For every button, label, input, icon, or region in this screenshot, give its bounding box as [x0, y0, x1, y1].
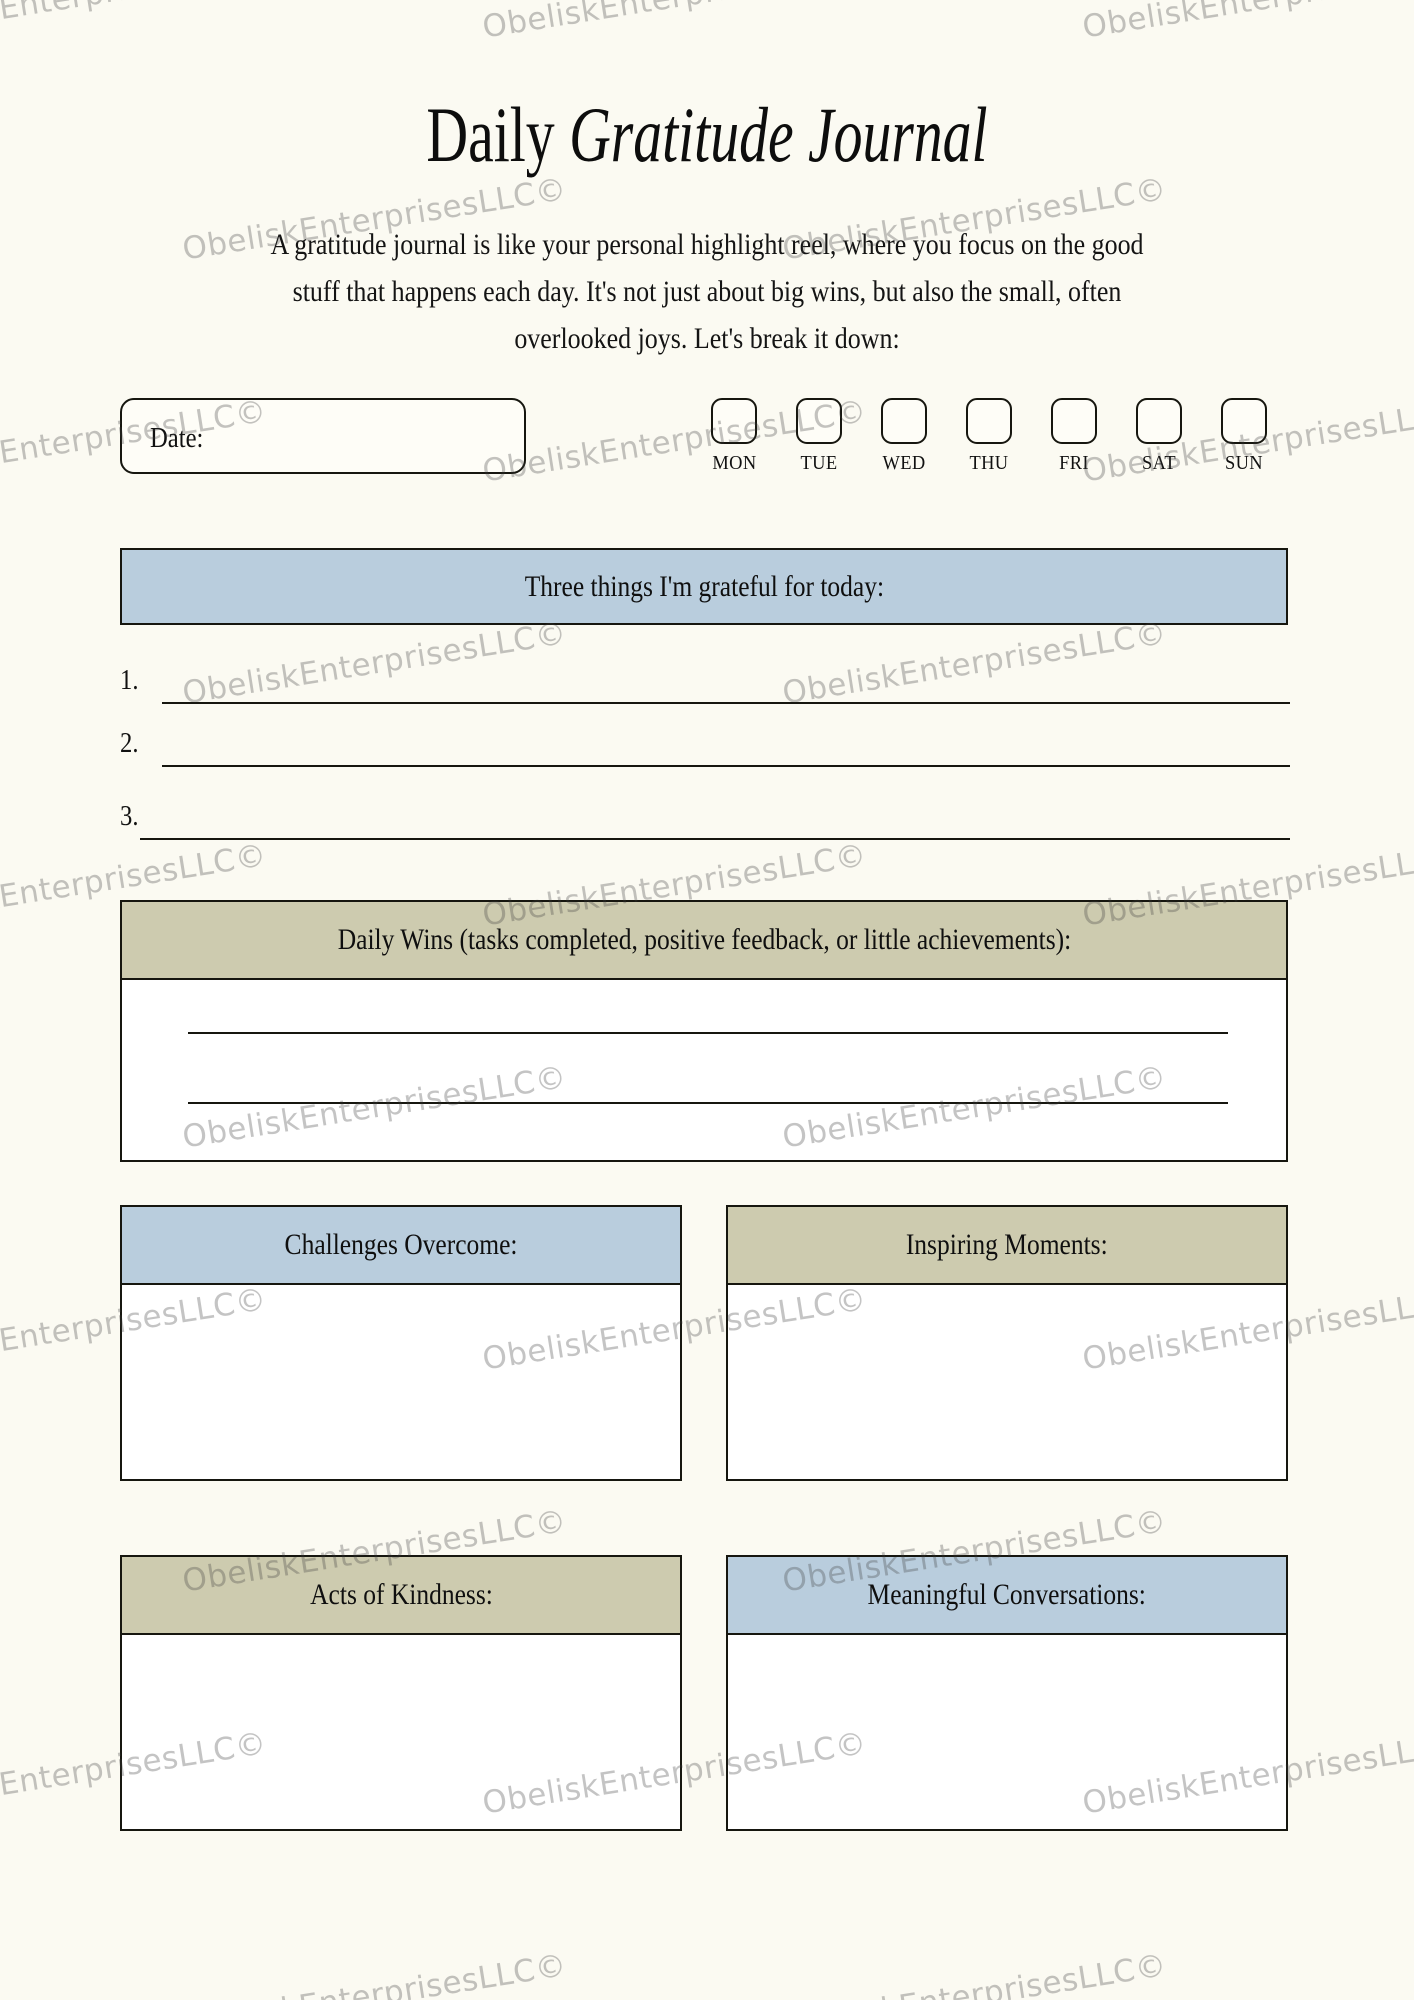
inspiring-moments-box: Inspiring Moments:	[726, 1205, 1288, 1481]
daily-wins-heading-text: Daily Wins (tasks completed, positive fe…	[337, 923, 1071, 956]
grateful-heading-text: Three things I'm grateful for today:	[524, 569, 884, 603]
weekday-label-sun: SUN	[1225, 452, 1263, 474]
meaningful-conversations-box: Meaningful Conversations:	[726, 1555, 1288, 1831]
page-title: Daily Gratitude Journal	[184, 96, 1230, 174]
weekday-label-thu: THU	[969, 452, 1009, 474]
daily-wins-input-area[interactable]	[120, 980, 1288, 1162]
checkbox-wed-icon[interactable]	[881, 398, 927, 444]
acts-of-kindness-box: Acts of Kindness:	[120, 1555, 682, 1831]
weekday-sat[interactable]: SAT	[1135, 398, 1183, 475]
inspiring-moments-heading: Inspiring Moments:	[726, 1205, 1288, 1285]
weekday-label-sat: SAT	[1142, 452, 1176, 474]
checkbox-thu-icon[interactable]	[966, 398, 1012, 444]
weekday-checkbox-group: MON TUE WED THU FRI SAT	[710, 398, 1290, 494]
intro-paragraph: A gratitude journal is like your persona…	[270, 229, 1144, 355]
weekday-label-wed: WED	[882, 452, 926, 474]
challenges-overcome-input-area[interactable]	[120, 1285, 682, 1481]
meaningful-conversations-heading: Meaningful Conversations:	[726, 1555, 1288, 1635]
acts-of-kindness-input-area[interactable]	[120, 1635, 682, 1831]
challenges-overcome-box: Challenges Overcome:	[120, 1205, 682, 1481]
checkbox-sat-icon[interactable]	[1136, 398, 1182, 444]
daily-wins-rule-2[interactable]	[188, 1102, 1228, 1104]
grateful-item-1-number: 1.	[120, 664, 139, 696]
checkbox-tue-icon[interactable]	[796, 398, 842, 444]
inspiring-moments-heading-text: Inspiring Moments:	[906, 1228, 1108, 1261]
weekday-label-mon: MON	[712, 452, 757, 474]
weekday-label-tue: TUE	[800, 452, 838, 474]
grateful-item-3[interactable]: 3.	[120, 800, 1290, 842]
title-italic-part: Gratitude Journal	[569, 91, 988, 178]
weekday-fri[interactable]: FRI	[1050, 398, 1098, 475]
weekday-wed[interactable]: WED	[880, 398, 928, 475]
grateful-item-3-number: 3.	[120, 800, 139, 832]
grateful-item-3-rule[interactable]	[140, 838, 1290, 840]
grateful-item-2[interactable]: 2.	[120, 727, 1290, 769]
acts-of-kindness-heading-text: Acts of Kindness:	[309, 1578, 493, 1611]
grateful-item-2-number: 2.	[120, 727, 139, 759]
weekday-tue[interactable]: TUE	[795, 398, 843, 475]
challenges-overcome-heading-text: Challenges Overcome:	[284, 1228, 518, 1261]
grateful-item-2-rule[interactable]	[162, 765, 1290, 767]
date-field[interactable]: Date:	[120, 398, 526, 474]
meaningful-conversations-heading-text: Meaningful Conversations:	[867, 1578, 1147, 1611]
checkbox-mon-icon[interactable]	[711, 398, 757, 444]
acts-of-kindness-heading: Acts of Kindness:	[120, 1555, 682, 1635]
grateful-section-heading: Three things I'm grateful for today:	[120, 548, 1288, 625]
challenges-overcome-heading: Challenges Overcome:	[120, 1205, 682, 1285]
daily-wins-heading: Daily Wins (tasks completed, positive fe…	[120, 900, 1288, 980]
weekday-thu[interactable]: THU	[965, 398, 1013, 475]
weekday-label-fri: FRI	[1059, 452, 1089, 474]
date-label: Date:	[150, 422, 204, 454]
meaningful-conversations-input-area[interactable]	[726, 1635, 1288, 1831]
checkbox-sun-icon[interactable]	[1221, 398, 1267, 444]
inspiring-moments-input-area[interactable]	[726, 1285, 1288, 1481]
checkbox-fri-icon[interactable]	[1051, 398, 1097, 444]
weekday-mon[interactable]: MON	[710, 398, 758, 475]
daily-wins-rule-1[interactable]	[188, 1032, 1228, 1034]
grateful-item-1[interactable]: 1.	[120, 664, 1290, 706]
weekday-sun[interactable]: SUN	[1220, 398, 1268, 475]
title-regular-part: Daily	[426, 91, 570, 178]
grateful-item-1-rule[interactable]	[162, 702, 1290, 704]
